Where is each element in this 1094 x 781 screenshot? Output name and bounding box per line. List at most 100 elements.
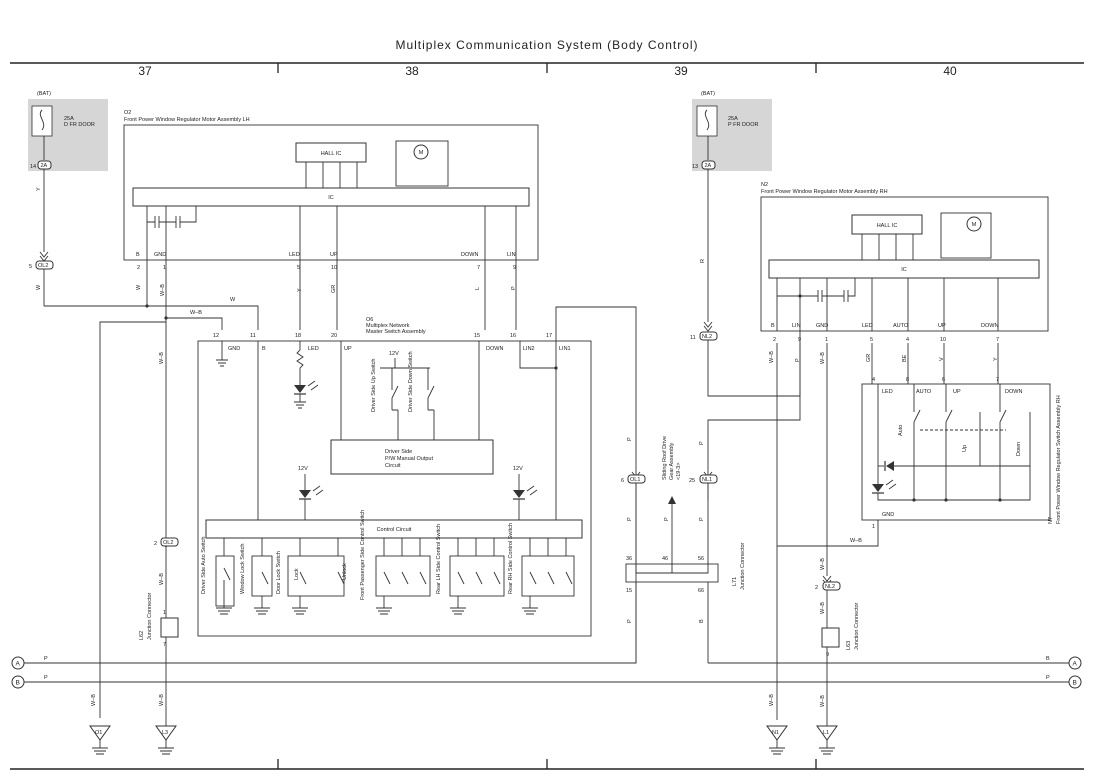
svg-text:M: M	[419, 150, 424, 156]
svg-text:W–B: W–B	[190, 310, 202, 316]
svg-text:LIN: LIN	[792, 323, 801, 329]
svg-text:P: P	[511, 286, 517, 290]
svg-text:GR: GR	[866, 354, 872, 362]
svg-text:Auto: Auto	[898, 425, 904, 436]
ground-icon	[766, 725, 788, 741]
svg-text:HALL IC: HALL IC	[321, 151, 342, 157]
left-lower-wiring: OL2 2 W–B 1 7 L62 Junction Connector W–B…	[89, 537, 179, 755]
svg-text:O6: O6	[366, 317, 373, 323]
svg-text:<19-3>: <19-3>	[676, 463, 682, 480]
svg-text:2A: 2A	[705, 163, 712, 169]
grid-col-39: 39	[674, 64, 688, 78]
svg-text:DOWN: DOWN	[981, 323, 998, 329]
svg-text:(BAT): (BAT)	[701, 91, 715, 97]
grid-ticks	[277, 63, 817, 769]
svg-text:D FR DOOR: D FR DOOR	[64, 122, 95, 128]
svg-text:LIN: LIN	[507, 252, 516, 258]
svg-text:12: 12	[213, 333, 219, 339]
svg-text:N7: N7	[1048, 517, 1054, 524]
center-junction: P OL1 6 P 36 46 56 15 66 P Sliding Roof …	[621, 169, 801, 663]
svg-text:L62: L62	[139, 631, 145, 640]
svg-text:HALL IC: HALL IC	[877, 223, 898, 229]
svg-text:7: 7	[996, 337, 999, 343]
svg-text:N2: N2	[761, 182, 768, 188]
svg-text:GND: GND	[228, 346, 240, 352]
svg-text:W: W	[36, 284, 42, 290]
motor-icon	[413, 144, 429, 160]
svg-text:P: P	[699, 517, 705, 521]
svg-text:Junction Connector: Junction Connector	[740, 542, 746, 590]
svg-text:12V: 12V	[513, 466, 523, 472]
svg-text:W–B: W–B	[159, 352, 165, 364]
svg-text:7: 7	[477, 265, 480, 271]
svg-text:UP: UP	[938, 323, 946, 329]
svg-text:9: 9	[826, 652, 829, 658]
svg-text:12V: 12V	[389, 351, 399, 357]
svg-text:LIN2: LIN2	[523, 346, 535, 352]
n2-motor-rh: N2 Front Power Window Regulator Motor As…	[760, 182, 1049, 343]
svg-text:17: 17	[546, 333, 552, 339]
svg-text:Driver Side: Driver Side	[385, 449, 412, 455]
svg-text:Door Lock Switch: Door Lock Switch	[276, 551, 282, 594]
svg-text:P: P	[44, 656, 48, 662]
svg-text:P: P	[664, 517, 670, 521]
svg-text:2: 2	[137, 265, 140, 271]
svg-text:2: 2	[154, 541, 157, 547]
svg-text:2: 2	[773, 337, 776, 343]
svg-text:L71: L71	[732, 577, 738, 586]
svg-text:Multiplex Network: Multiplex Network	[366, 323, 410, 329]
left-fuse-block: (BAT) 25A D FR DOOR 14 2A	[28, 91, 108, 171]
svg-text:UP: UP	[953, 389, 961, 395]
svg-text:Window Lock Switch: Window Lock Switch	[240, 544, 246, 594]
svg-text:Front Passenger Side Control S: Front Passenger Side Control Switch	[360, 510, 366, 600]
svg-text:UP: UP	[330, 252, 338, 258]
grid-col-38: 38	[405, 64, 419, 78]
svg-text:2A: 2A	[41, 163, 48, 169]
svg-text:4: 4	[906, 337, 909, 343]
svg-text:Master Switch Assembly: Master Switch Assembly	[366, 329, 426, 335]
svg-text:UP: UP	[344, 346, 352, 352]
svg-text:V: V	[939, 357, 945, 361]
svg-text:LED: LED	[289, 252, 300, 258]
svg-text:Y: Y	[993, 357, 999, 361]
bus-lines: A B A B P P B P	[11, 306, 1082, 689]
svg-text:NL2: NL2	[825, 584, 835, 590]
svg-text:Driver Side Up Switch: Driver Side Up Switch	[371, 359, 377, 413]
svg-text:B: B	[136, 252, 140, 258]
svg-text:W–B: W–B	[850, 538, 862, 544]
svg-text:NL2: NL2	[702, 334, 712, 340]
svg-text:W–B: W–B	[769, 694, 775, 706]
svg-text:P: P	[627, 619, 633, 623]
svg-text:GR: GR	[331, 285, 337, 293]
svg-text:W–B: W–B	[91, 694, 97, 706]
svg-text:IC: IC	[328, 195, 334, 201]
svg-text:P/W Manual Output: P/W Manual Output	[385, 456, 433, 462]
svg-text:5: 5	[297, 265, 300, 271]
motor-icon	[966, 216, 982, 232]
svg-text:10: 10	[940, 337, 946, 343]
svg-text:18: 18	[295, 333, 301, 339]
svg-text:L1: L1	[823, 730, 829, 736]
svg-text:1: 1	[872, 524, 875, 530]
svg-text:2: 2	[815, 585, 818, 591]
svg-text:4: 4	[872, 377, 875, 383]
svg-text:LIN1: LIN1	[559, 346, 571, 352]
svg-text:N1: N1	[772, 730, 779, 736]
svg-text:LED: LED	[308, 346, 319, 352]
svg-text:GND: GND	[816, 323, 828, 329]
svg-text:(BAT): (BAT)	[37, 91, 51, 97]
svg-text:DOWN: DOWN	[461, 252, 478, 258]
svg-text:OL2: OL2	[38, 263, 48, 269]
fuse-icon	[704, 109, 710, 131]
svg-text:5: 5	[870, 337, 873, 343]
svg-text:B: B	[771, 323, 775, 329]
svg-text:Front Power Window Regulator S: Front Power Window Regulator Switch Asse…	[1056, 395, 1062, 524]
svg-text:P: P	[795, 358, 801, 362]
svg-text:B: B	[1046, 656, 1050, 662]
svg-text:O2: O2	[124, 110, 131, 116]
svg-text:P: P	[627, 437, 633, 441]
svg-text:12V: 12V	[298, 466, 308, 472]
svg-text:Gear Assembly: Gear Assembly	[669, 442, 675, 480]
svg-text:9: 9	[798, 337, 801, 343]
